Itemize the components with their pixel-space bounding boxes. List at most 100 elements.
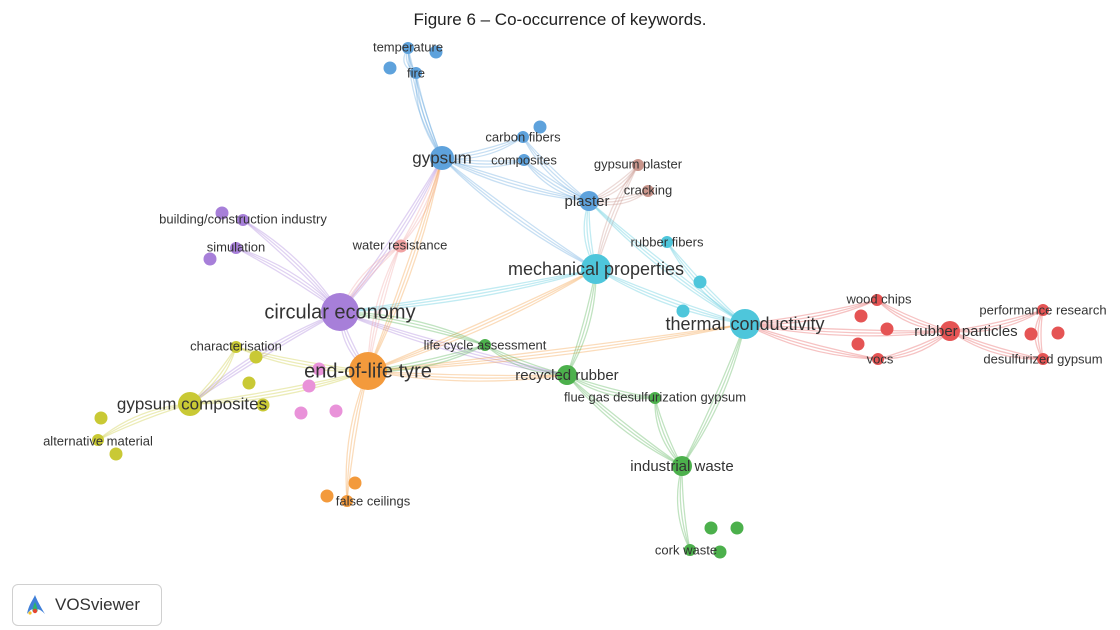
node-label-temperature[interactable]: temperature [373, 39, 443, 54]
node-label-performance-research[interactable]: performance research [979, 302, 1106, 317]
node-label-desulfurized-gypsum[interactable]: desulfurized gypsum [983, 351, 1102, 366]
minor-node[interactable] [851, 337, 865, 351]
minor-node[interactable] [109, 447, 123, 461]
node-plaster[interactable] [579, 191, 599, 211]
node-desulfurized-gypsum[interactable] [1037, 353, 1049, 365]
node-label-gypsum-composites[interactable]: gypsum composites [117, 394, 267, 413]
minor-node[interactable] [94, 411, 108, 425]
minor-node[interactable] [429, 45, 443, 59]
node-circular-economy[interactable] [321, 293, 359, 331]
edge-circular-economy-gypsum [339, 157, 443, 313]
edge-recycled-rubber-mechanical-properties [566, 268, 597, 376]
minor-node[interactable] [294, 406, 308, 420]
edge-thermal-conductivity-wood-chips [744, 299, 878, 325]
node-label-water-resistance[interactable]: water resistance [352, 237, 448, 252]
minor-node[interactable] [256, 398, 270, 412]
node-label-fire[interactable]: fire [407, 65, 425, 80]
node-building-construction-industry[interactable] [237, 214, 249, 226]
node-label-vocs[interactable]: vocs [867, 351, 894, 366]
minor-node[interactable] [348, 476, 362, 490]
node-label-rubber-particles[interactable]: rubber particles [914, 323, 1017, 340]
node-gypsum-composites[interactable] [178, 392, 202, 416]
minor-node[interactable] [215, 206, 229, 220]
node-industrial-waste[interactable] [672, 456, 692, 476]
node-fire[interactable] [410, 67, 422, 79]
node-label-simulation[interactable]: simulation [207, 239, 266, 254]
minor-node[interactable] [1024, 327, 1038, 341]
node-thermal-conductivity[interactable] [730, 309, 760, 339]
edge-thermal-conductivity-rubber-particles [744, 323, 951, 334]
node-label-circular-economy[interactable]: circular economy [264, 301, 415, 323]
node-end-of-life-tyre[interactable] [349, 352, 387, 390]
minor-node[interactable] [704, 521, 718, 535]
node-wood-chips[interactable] [871, 294, 883, 306]
minor-node[interactable] [533, 120, 547, 134]
node-label-building-construction-industry[interactable]: building/construction industry [159, 211, 327, 226]
minor-node[interactable] [302, 379, 316, 393]
node-layer [92, 42, 1065, 559]
node-label-gypsum[interactable]: gypsum [412, 148, 472, 167]
node-label-recycled-rubber[interactable]: recycled rubber [515, 367, 618, 384]
node-performance-research[interactable] [1037, 304, 1049, 316]
node-label-cracking[interactable]: cracking [624, 182, 672, 197]
node-rubber-particles[interactable] [940, 321, 960, 341]
node-gypsum-plaster[interactable] [632, 159, 644, 171]
edge-thermal-conductivity-wood-chips [744, 299, 878, 326]
minor-node[interactable] [730, 521, 744, 535]
edge-thermal-conductivity-vocs [744, 323, 879, 360]
node-label-false-ceilings[interactable]: false ceilings [336, 493, 411, 508]
minor-node[interactable] [203, 252, 217, 266]
node-false-ceilings[interactable] [341, 495, 353, 507]
node-gypsum[interactable] [430, 146, 454, 170]
node-label-thermal-conductivity[interactable]: thermal conductivity [665, 314, 824, 334]
minor-node[interactable] [713, 545, 727, 559]
edge-fire-gypsum [415, 72, 443, 159]
node-water-resistance[interactable] [394, 240, 406, 252]
node-label-composites[interactable]: composites [491, 152, 557, 167]
node-recycled-rubber[interactable] [557, 365, 577, 385]
minor-node[interactable] [242, 376, 256, 390]
edge-circular-economy-recycled-rubber [339, 311, 568, 376]
edge-plaster-thermal-conductivity [588, 200, 746, 325]
node-alternative-material[interactable] [92, 434, 104, 446]
node-label-wood-chips[interactable]: wood chips [845, 291, 912, 306]
minor-node[interactable] [854, 309, 868, 323]
node-vocs[interactable] [872, 353, 884, 365]
minor-node[interactable] [312, 362, 326, 376]
node-label-mechanical-properties[interactable]: mechanical properties [508, 259, 684, 279]
edge-temperature-gypsum [407, 47, 443, 159]
node-temperature[interactable] [402, 42, 414, 54]
minor-node[interactable] [249, 350, 263, 364]
node-mechanical-properties[interactable] [581, 254, 611, 284]
node-label-carbon-fibers[interactable]: carbon fibers [485, 129, 561, 144]
vosviewer-badge[interactable]: VOSviewer [12, 584, 162, 626]
node-composites[interactable] [518, 154, 530, 166]
node-cork-waste[interactable] [684, 544, 696, 556]
node-life-cycle-assessment[interactable] [479, 339, 491, 351]
node-cracking[interactable] [642, 185, 654, 197]
node-label-plaster[interactable]: plaster [564, 193, 609, 210]
node-flue-gas-desulfurization-gypsum[interactable] [649, 392, 661, 404]
minor-node[interactable] [1051, 326, 1065, 340]
minor-node[interactable] [693, 275, 707, 289]
edge-end-of-life-tyre-thermal-conductivity [367, 323, 746, 372]
node-label-alternative-material[interactable]: alternative material [43, 433, 153, 448]
node-label-end-of-life-tyre[interactable]: end-of-life tyre [304, 360, 432, 382]
node-label-rubber-fibers[interactable]: rubber fibers [631, 234, 704, 249]
node-label-cork-waste[interactable]: cork waste [655, 542, 717, 557]
node-label-flue-gas-desulfurization-gypsum[interactable]: flue gas desulfurization gypsum [564, 389, 746, 404]
node-characterisation[interactable] [230, 341, 242, 353]
minor-node[interactable] [383, 61, 397, 75]
node-rubber-fibers[interactable] [661, 236, 673, 248]
node-label-gypsum-plaster[interactable]: gypsum plaster [594, 156, 683, 171]
node-label-characterisation[interactable]: characterisation [190, 338, 282, 353]
node-carbon-fibers[interactable] [517, 131, 529, 143]
node-simulation[interactable] [230, 242, 242, 254]
minor-node[interactable] [880, 322, 894, 336]
minor-node[interactable] [676, 304, 690, 318]
minor-node[interactable] [320, 489, 334, 503]
node-label-life-cycle-assessment[interactable]: life cycle assessment [424, 337, 547, 352]
edge-thermal-conductivity-vocs [744, 323, 879, 360]
minor-node[interactable] [329, 404, 343, 418]
node-label-industrial-waste[interactable]: industrial waste [630, 458, 733, 475]
